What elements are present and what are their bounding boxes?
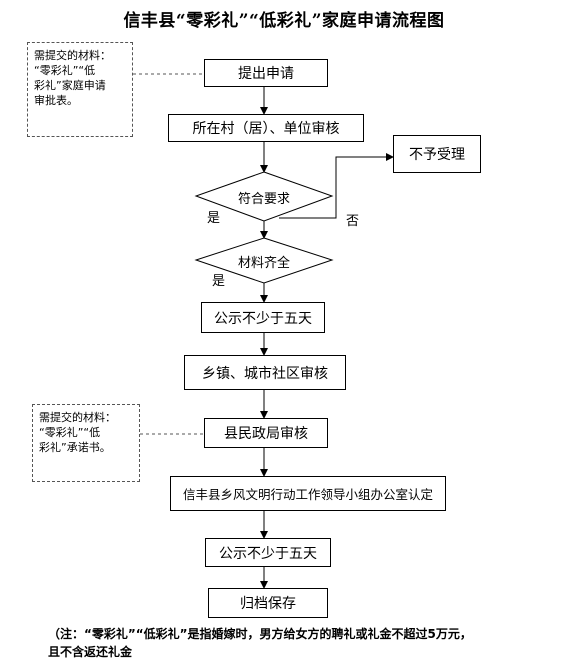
publicity-step-1: 公示不少于五天 — [201, 302, 325, 333]
materials-note-1: 需提交的材料： “零彩礼”“低 彩礼”家庭申请 审批表。 — [27, 42, 133, 137]
materials-note-2: 需提交的材料： “零彩礼”“低 彩礼”承诺书。 — [32, 404, 140, 482]
archive-step: 归档保存 — [208, 588, 328, 618]
footnote: （注：“零彩礼”“低彩礼”是指婚嫁时，男方给女方的聘礼或礼金不超过5万元， 且不… — [48, 627, 472, 659]
yes-label-1: 是 — [207, 211, 221, 226]
reject-step: 不予受理 — [393, 135, 481, 173]
materials-diamond — [194, 237, 334, 284]
no-label: 否 — [346, 214, 360, 229]
office-certify-step: 信丰县乡风文明行动工作领导小组办公室认定 — [170, 476, 446, 511]
materials-label: 材料齐全 — [237, 256, 290, 271]
arrow-no-to-reject — [279, 153, 394, 219]
village-review-step: 所在村（居）、单位审核 — [168, 114, 364, 142]
page-title: 信丰县“零彩礼”“低彩礼”家庭申请流程图 — [123, 11, 445, 31]
publicity-step-2: 公示不少于五天 — [205, 538, 331, 567]
township-review-step: 乡镇、城市社区审核 — [184, 355, 346, 390]
requirements-diamond — [194, 171, 334, 222]
requirements-label: 符合要求 — [237, 192, 290, 207]
yes-label-2: 是 — [212, 274, 226, 289]
apply-step: 提出申请 — [204, 59, 328, 87]
county-review-step: 县民政局审核 — [204, 418, 328, 448]
